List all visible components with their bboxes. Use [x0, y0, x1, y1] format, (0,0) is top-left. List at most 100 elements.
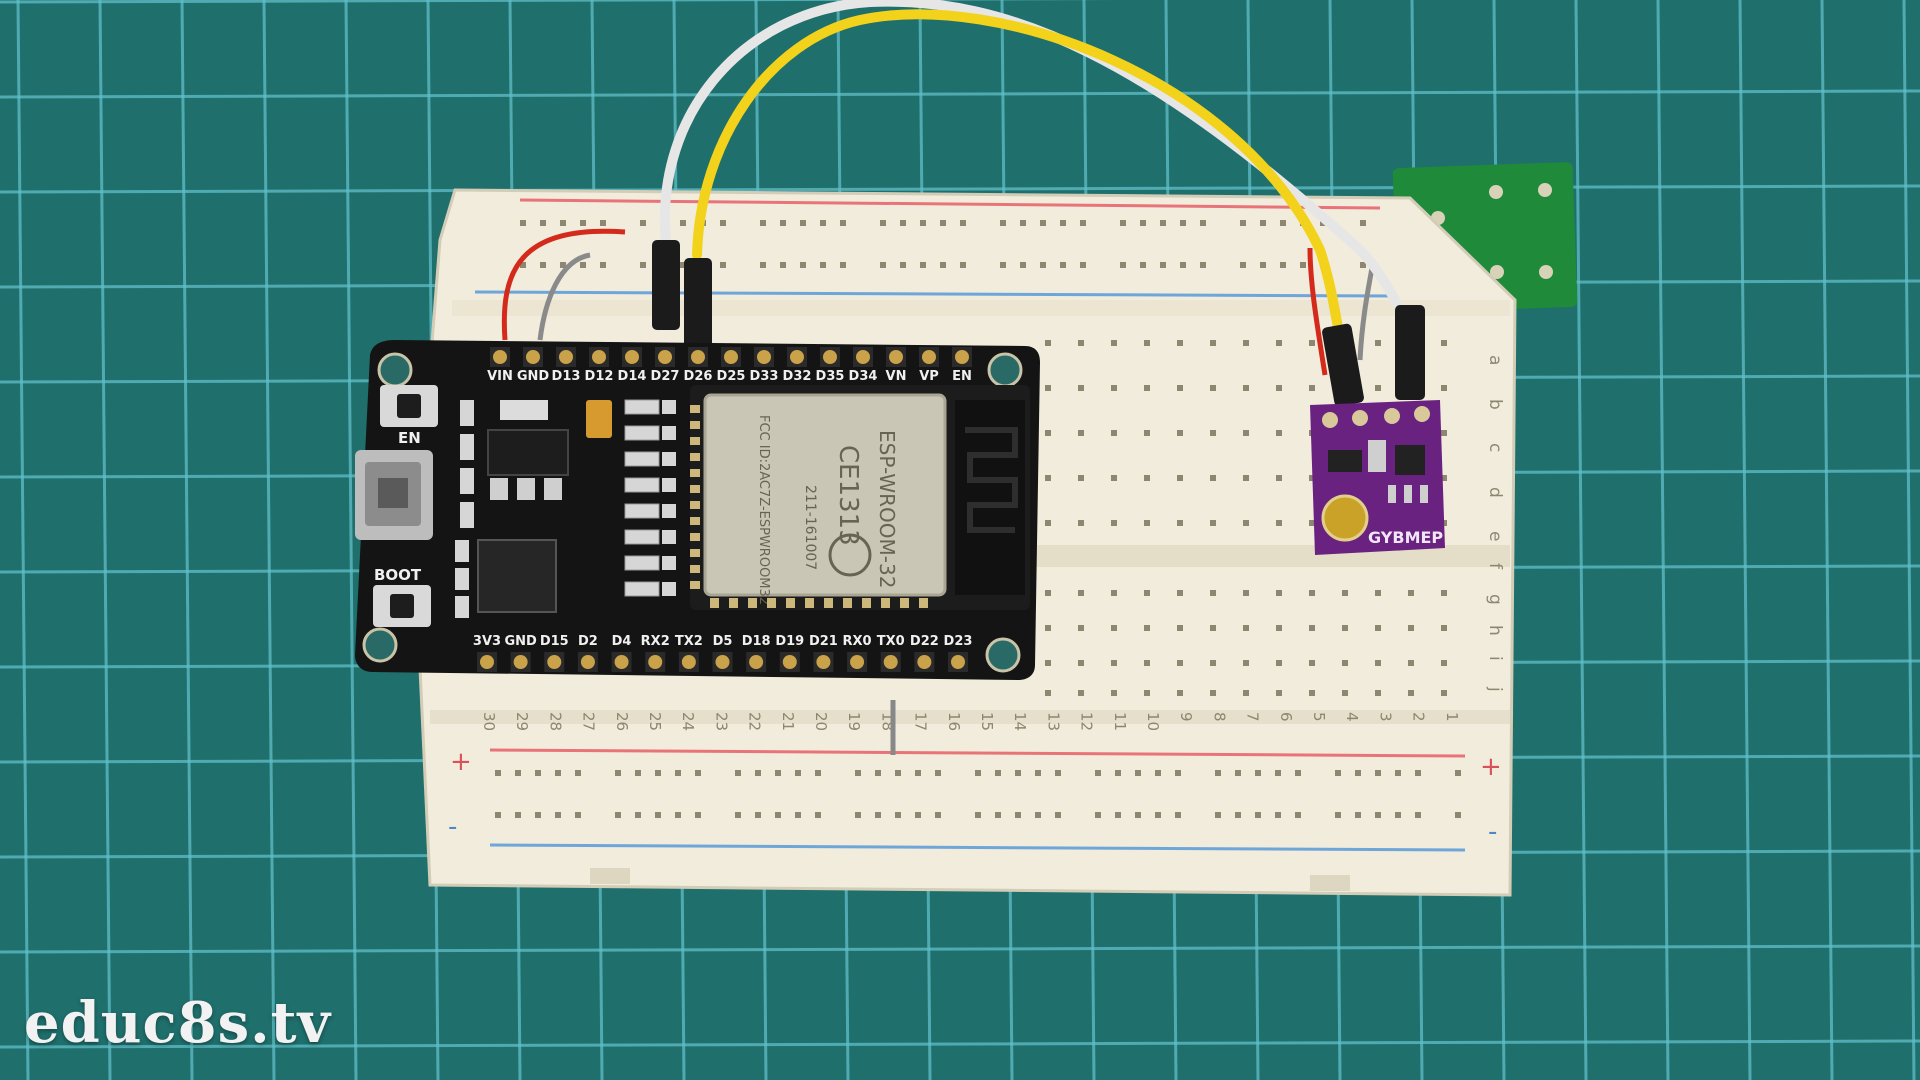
pin-label: GND: [504, 634, 537, 649]
column-number: 7: [1244, 712, 1262, 722]
mount-hole-tr: [987, 352, 1023, 388]
yellow-jumper-wire: [692, 9, 1345, 345]
rail-plus-left: +: [450, 747, 472, 777]
column-number: 27: [580, 712, 598, 731]
sensor-resistors: [1368, 440, 1386, 472]
pin-label: 3V3: [473, 634, 501, 649]
row-letter: j: [1485, 686, 1505, 692]
usb-uart-chip: [477, 539, 557, 613]
column-number: 30: [480, 712, 498, 731]
pin-label: VN: [886, 369, 907, 384]
tantalum-capacitor: [586, 400, 612, 438]
module-brand: ESP-WROOM-32: [875, 430, 899, 588]
row-letter: h: [1485, 625, 1505, 636]
watermark: educ8s.tv: [24, 990, 331, 1056]
pin-label: GND: [517, 369, 550, 384]
rail-plus-right: +: [1480, 752, 1502, 782]
pin-label: D35: [816, 369, 845, 384]
en-button: [380, 385, 438, 427]
pin-label: D4: [612, 634, 632, 649]
row-letter: f: [1485, 563, 1505, 570]
column-number: 11: [1111, 712, 1129, 731]
pin-label: D32: [783, 369, 812, 384]
row-letter: e: [1485, 531, 1505, 541]
column-number: 25: [646, 712, 664, 731]
voltage-regulator: [487, 429, 569, 476]
column-number: 28: [546, 712, 564, 731]
mount-hole-br: [985, 637, 1021, 673]
row-letter: a: [1485, 355, 1505, 365]
pin-label: TX2: [675, 634, 703, 649]
rail-minus-left: -: [448, 812, 457, 842]
en-label: EN: [398, 429, 421, 447]
row-letter: g: [1485, 594, 1505, 605]
module-castellations: [690, 405, 928, 608]
pin-label: D18: [742, 634, 771, 649]
pin-label: D14: [618, 369, 647, 384]
pin-label: D34: [849, 369, 878, 384]
rf-shield-can: [703, 393, 947, 597]
boot-button: [373, 585, 431, 627]
bottom-rail-blue-line: [489, 843, 1466, 852]
rail-minus-right: -: [1488, 817, 1497, 847]
column-number: 9: [1177, 712, 1195, 722]
pin-label: VIN: [487, 369, 513, 384]
pin-label: D21: [809, 634, 838, 649]
pin-label: D2: [578, 634, 598, 649]
column-number: 4: [1343, 712, 1361, 722]
row-letter: i: [1485, 656, 1505, 661]
esp32-devkit-board: EN BOOT: [355, 340, 1040, 680]
column-number: 3: [1376, 712, 1394, 722]
mount-hole-bl: [362, 627, 398, 663]
red-wire-left: [501, 228, 626, 341]
jumper-connector-left-1: [652, 240, 680, 330]
pin-label: D19: [775, 634, 804, 649]
gray-wire-right: [1357, 267, 1375, 361]
row-letter: c: [1485, 443, 1505, 452]
smd-component: [500, 400, 548, 420]
pin-label: TX0: [877, 634, 905, 649]
column-number: 2: [1410, 712, 1428, 722]
pin-label: EN: [952, 369, 972, 384]
column-number: 8: [1210, 712, 1228, 722]
column-number: 15: [978, 712, 996, 731]
row-letter: b: [1485, 399, 1505, 410]
module-cert: CE1313: [833, 445, 863, 546]
pin-label: RX2: [641, 634, 670, 649]
column-number: 14: [1011, 712, 1029, 731]
module-fcc: FCC ID:2AC7Z-ESPWROOM32: [756, 415, 771, 605]
column-number: 22: [746, 712, 764, 731]
smd-passives: [455, 399, 676, 618]
mount-hole-tl: [377, 352, 413, 388]
column-number: 20: [812, 712, 830, 731]
column-number: 19: [845, 712, 863, 731]
jumper-connector-right-2: [1395, 305, 1425, 400]
pin-label: D22: [910, 634, 939, 649]
sensor-element: [1321, 494, 1369, 542]
pin-label: D15: [540, 634, 569, 649]
pin-label: D23: [944, 634, 973, 649]
column-number: 6: [1277, 712, 1295, 722]
boot-label: BOOT: [374, 566, 422, 584]
white-jumper-wire: [659, 0, 1417, 335]
column-number: 17: [912, 712, 930, 731]
row-letter: d: [1485, 487, 1505, 498]
column-number: 21: [779, 712, 797, 731]
pin-label: D27: [651, 369, 680, 384]
column-number: 29: [513, 712, 531, 731]
bottom-rail-red-line: [489, 748, 1466, 758]
red-wire-right: [1307, 247, 1328, 376]
breadboard-holes: [460, 220, 1461, 818]
sensor-mosfet: [1395, 445, 1425, 475]
sensor-label: GYBMEP: [1368, 528, 1443, 547]
pin-label: D33: [750, 369, 779, 384]
esp-wroom-32-module: ESP-WROOM-32 CE1313 FCC ID:2AC7Z-ESPWROO…: [690, 385, 1030, 610]
column-number: 16: [945, 712, 963, 731]
column-number: 1: [1443, 712, 1461, 722]
column-number: 12: [1078, 712, 1096, 731]
